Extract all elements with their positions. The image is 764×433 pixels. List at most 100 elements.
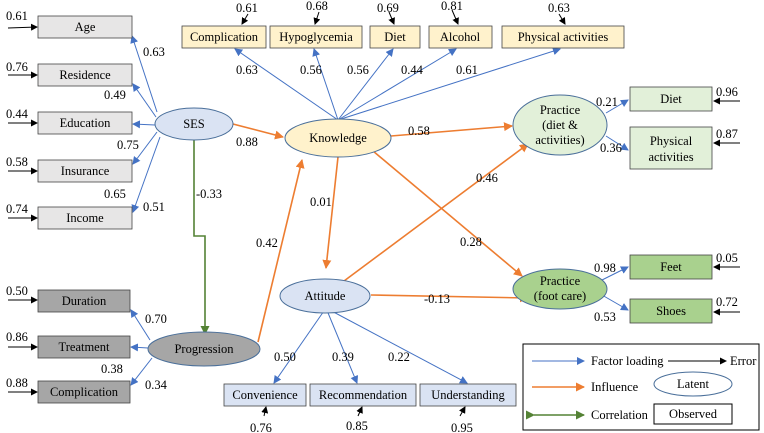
knowledge-attitude-coef: 0.01 <box>310 195 332 209</box>
residence-error: 0.76 <box>6 60 28 74</box>
k-physical-box <box>501 25 625 49</box>
insurance-label: Insurance <box>61 164 110 178</box>
pd-physical-label-2: activities <box>648 150 693 164</box>
understanding-label: Understanding <box>431 388 505 402</box>
insurance-box <box>37 159 133 183</box>
knowledge-practice-foot-coef: 0.28 <box>460 235 482 249</box>
duration-error: 0.50 <box>6 284 28 298</box>
residence-box <box>37 63 133 87</box>
alcohol-error: 0.81 <box>441 0 463 13</box>
k-complication-box <box>181 25 267 49</box>
practice-foot-ellipse <box>512 268 608 310</box>
legend-influence-label: Influence <box>591 380 639 394</box>
recommendation-box <box>309 383 417 407</box>
age-box <box>37 15 133 39</box>
residence-label: Residence <box>59 68 111 82</box>
attitude-practice-diet-coef: 0.46 <box>476 171 498 185</box>
progression-indicator-boxes <box>37 289 131 404</box>
ses-progression-correlation <box>189 131 210 335</box>
feet-loading: 0.98 <box>594 261 616 275</box>
legend: Factor loading Error Influence Latent Co… <box>522 343 760 431</box>
knowledge-practice-diet-coef: 0.58 <box>408 124 430 138</box>
legend-latent-ellipse <box>653 371 733 397</box>
k-physical-error: 0.63 <box>548 1 570 15</box>
feet-label: Feet <box>660 260 682 274</box>
progression-ellipse <box>147 331 261 367</box>
k-diet-error: 0.69 <box>377 1 399 15</box>
convenience-error: 0.76 <box>250 421 272 433</box>
treatment-loading: 0.38 <box>101 362 123 376</box>
practice-foot-label-2: (foot care) <box>534 289 586 303</box>
treatment-box <box>37 335 131 359</box>
convenience-loading: 0.50 <box>274 350 296 364</box>
education-error: 0.44 <box>6 107 29 121</box>
hypoglycemia-error: 0.68 <box>306 0 328 13</box>
hypoglycemia-label: Hypoglycemia <box>279 30 353 44</box>
pd-physical-label-1: Physical <box>650 134 693 148</box>
k-diet-loading: 0.56 <box>347 63 369 77</box>
pd-physical-error: 0.87 <box>716 127 738 141</box>
duration-label: Duration <box>62 294 107 308</box>
progression-label: Progression <box>174 342 234 356</box>
feet-box <box>629 254 713 280</box>
understanding-error: 0.95 <box>451 421 473 433</box>
treatment-error: 0.86 <box>6 330 28 344</box>
convenience-label: Convenience <box>232 388 298 402</box>
pd-physical-loading: 0.36 <box>600 141 622 155</box>
education-label: Education <box>60 116 111 130</box>
practice-diet-indicator-boxes <box>629 86 713 170</box>
education-loading: 0.75 <box>117 138 139 152</box>
understanding-loading: 0.22 <box>388 350 410 364</box>
practice-diet-label-2: (diet & <box>542 118 578 132</box>
pd-diet-box <box>629 86 713 112</box>
attitude-practice-foot-coef: -0.13 <box>424 292 450 306</box>
practice-diet-label-1: Practice <box>540 103 581 117</box>
k-diet-label: Diet <box>384 30 406 44</box>
income-label: Income <box>66 211 104 225</box>
feet-error: 0.05 <box>716 251 738 265</box>
ses-label: SES <box>183 117 205 131</box>
shoes-label: Shoes <box>656 304 686 318</box>
recommendation-loading: 0.39 <box>332 350 354 364</box>
shoes-box <box>629 298 713 324</box>
attitude-indicator-boxes <box>223 383 517 407</box>
ses-knowledge-coef: 0.88 <box>236 135 258 149</box>
complication-obs-loading: 0.34 <box>145 378 168 392</box>
knowledge-label: Knowledge <box>309 131 367 145</box>
practice-diet-label-3: activities) <box>535 133 584 147</box>
income-loading: 0.51 <box>143 200 165 214</box>
understanding-box <box>419 383 517 407</box>
practice-foot-label-1: Practice <box>540 274 581 288</box>
legend-latent-label: Latent <box>677 377 709 391</box>
alcohol-label: Alcohol <box>440 30 481 44</box>
pd-diet-loading: 0.21 <box>596 95 618 109</box>
attitude-label: Attitude <box>305 289 346 303</box>
recommendation-error: 0.85 <box>346 419 368 433</box>
legend-error-label: Error <box>730 354 757 368</box>
knowledge-indicator-boxes <box>181 25 625 49</box>
error-arrows <box>7 9 740 417</box>
progression-knowledge-coef: 0.42 <box>256 236 278 250</box>
shoes-loading: 0.53 <box>594 310 616 324</box>
treatment-label: Treatment <box>59 340 110 354</box>
age-loading: 0.63 <box>143 45 165 59</box>
insurance-loading: 0.65 <box>104 187 126 201</box>
attitude-ellipse <box>279 278 371 314</box>
pd-diet-error: 0.96 <box>716 85 738 99</box>
income-box <box>37 206 133 230</box>
k-physical-loading: 0.61 <box>456 63 478 77</box>
recommendation-label: Recommendation <box>319 388 408 402</box>
knowledge-ellipse <box>284 118 392 158</box>
pd-diet-label: Diet <box>660 92 682 106</box>
complication-obs-box <box>37 380 131 404</box>
hypoglycemia-loading: 0.56 <box>300 63 322 77</box>
ses-progression-coef: -0.33 <box>196 187 222 201</box>
complication-obs-label: Complication <box>50 385 119 399</box>
k-complication-error: 0.61 <box>236 1 258 15</box>
alcohol-loading: 0.44 <box>401 63 424 77</box>
k-complication-label: Complication <box>190 30 259 44</box>
hypoglycemia-box <box>269 25 363 49</box>
k-diet-box <box>369 25 421 49</box>
practice-foot-indicator-boxes <box>629 254 713 324</box>
